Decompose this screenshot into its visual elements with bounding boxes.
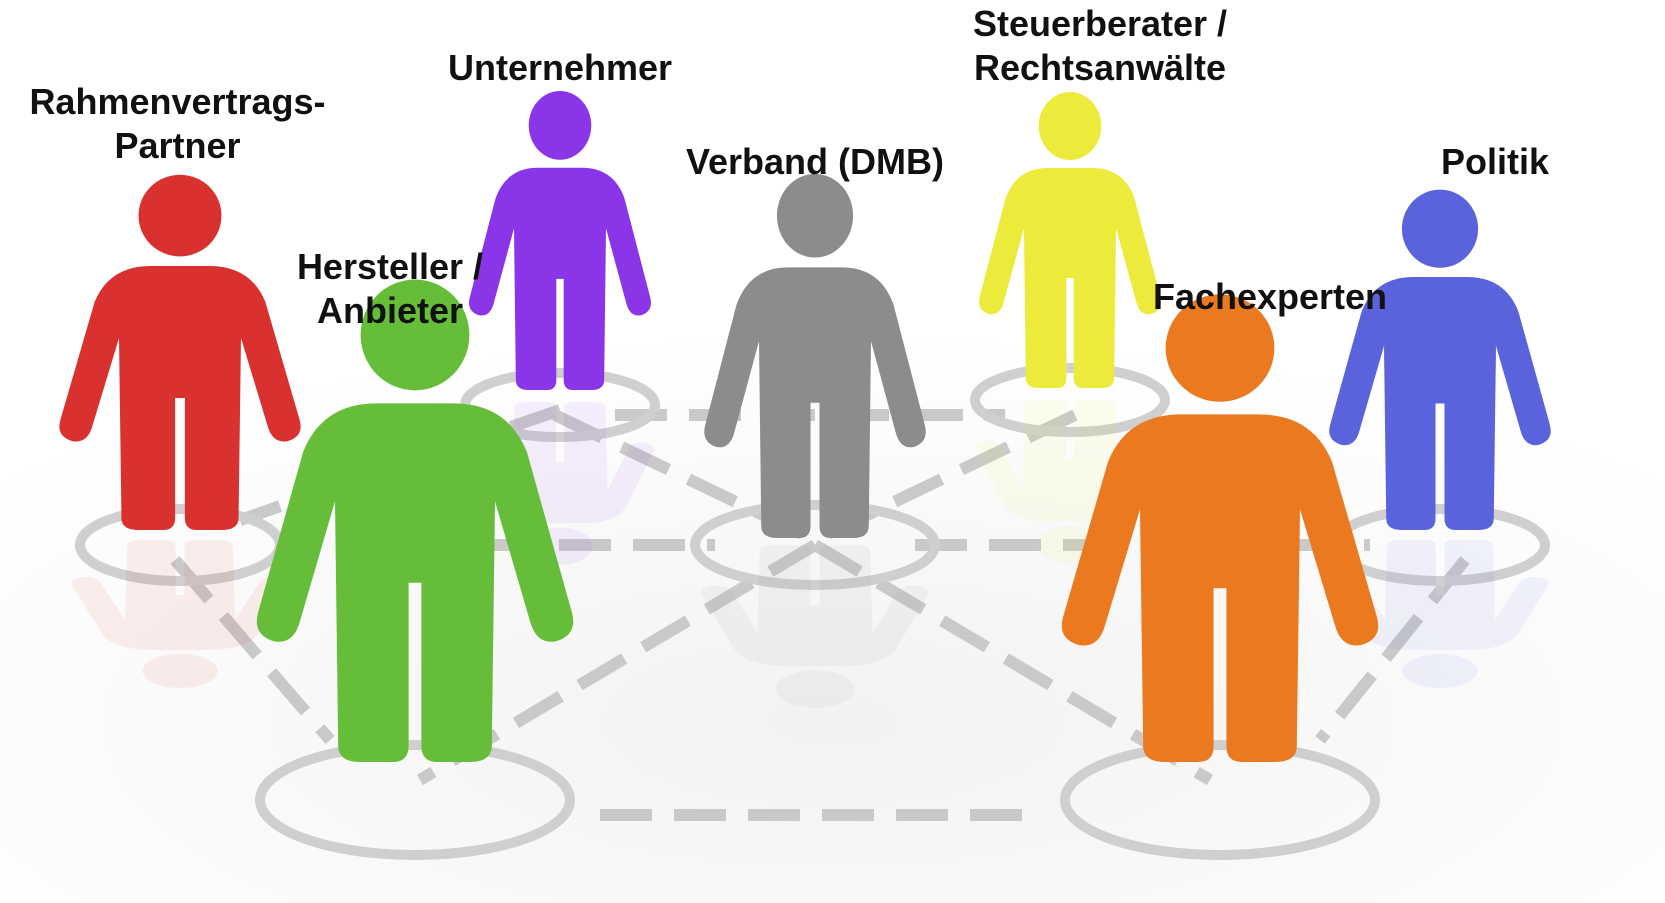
- label-hersteller-anbieter: Hersteller / Anbieter: [270, 245, 510, 333]
- label-rahmenvertrags-partner: Rahmenvertrags- Partner: [5, 80, 350, 168]
- label-steuerberater-line1: Steuerberater /: [972, 3, 1228, 44]
- label-steuerberater-rechtsanwaelte: Steuerberater / Rechtsanwälte: [945, 2, 1255, 90]
- label-verband-text: Verband (DMB): [685, 141, 944, 182]
- label-politik: Politik: [1425, 140, 1565, 184]
- connection-line: [1315, 556, 1470, 744]
- label-hersteller-line1: Hersteller /: [296, 246, 484, 287]
- label-rahmenvertrags-line2: Partner: [114, 125, 241, 166]
- label-unternehmer: Unternehmer: [430, 46, 690, 90]
- label-verband: Verband (DMB): [665, 140, 965, 184]
- label-rahmenvertrags-line1: Rahmenvertrags-: [29, 81, 326, 122]
- ground-ring: [255, 740, 575, 860]
- label-fachexperten: Fachexperten: [1130, 275, 1410, 319]
- ground-ring: [1060, 740, 1380, 860]
- label-steuerberater-line2: Rechtsanwälte: [973, 47, 1227, 88]
- label-hersteller-line2: Anbieter: [316, 290, 464, 331]
- label-unternehmer-text: Unternehmer: [447, 47, 673, 88]
- label-fachexperten-text: Fachexperten: [1152, 276, 1388, 317]
- ground-ring: [970, 363, 1170, 437]
- label-politik-text: Politik: [1440, 141, 1550, 182]
- ground-ring: [690, 500, 940, 590]
